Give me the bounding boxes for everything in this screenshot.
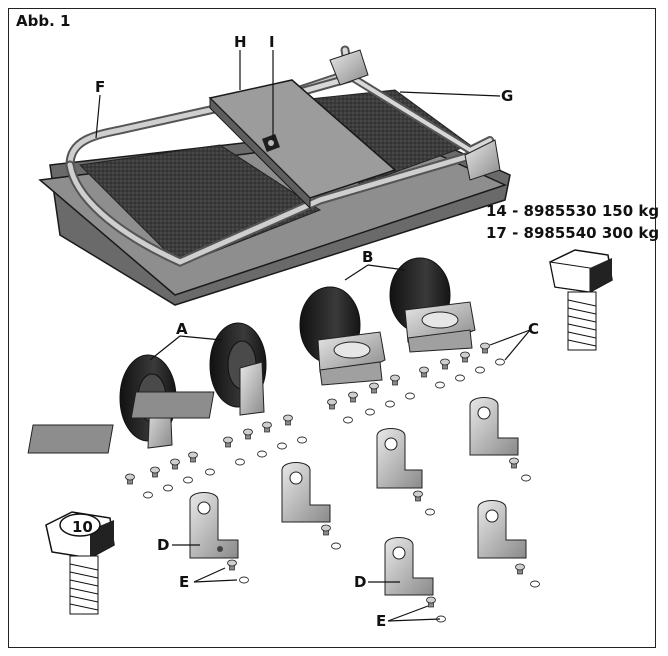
washer [425,508,435,516]
washer [331,542,341,550]
l-bracket-1 [189,492,239,559]
screw [480,342,490,354]
washer [343,416,353,424]
screws-and-washers [125,342,540,623]
washer [239,576,249,584]
label-A: A [176,320,188,338]
washer [235,458,245,466]
spec-line-2: 17 - 8985540 300 kg [486,224,660,242]
screw [419,366,429,378]
fixed-caster-right [130,322,267,419]
swivel-caster-right [389,257,476,353]
label-I: I [269,33,275,51]
platform-trolley [38,45,511,306]
washer [277,442,287,450]
washer [365,408,375,416]
washer [435,381,445,389]
screw [327,398,337,410]
screw [262,421,272,433]
screw [460,351,470,363]
screw [150,466,160,478]
washer [455,374,465,382]
screw [283,414,293,426]
washer [205,468,215,476]
washer [521,474,531,482]
label-G: G [501,87,514,105]
screw [509,457,519,469]
label-E-2: E [376,612,387,630]
washer [495,358,505,366]
label-C: C [528,320,540,338]
screw [413,490,423,502]
screw [390,374,400,386]
screw [348,391,358,403]
washer [143,491,153,499]
washer [475,366,485,374]
bolt-size-label: 10 [72,518,93,536]
screw [223,436,233,448]
bolt-large-10 [45,511,115,615]
screw [369,382,379,394]
washer [183,476,193,484]
spec-line-1: 14 - 8985530 150 kg [486,202,660,220]
screw [170,458,180,470]
l-bracket-6 [477,500,527,559]
figure-title: Abb. 1 [16,12,71,30]
washer [257,450,267,458]
leader-lines [95,50,531,622]
screw [321,524,331,536]
l-bracket-5 [384,537,434,596]
label-E-1: E [179,573,190,591]
screw [188,451,198,463]
label-D-2: D [354,573,367,591]
washer [530,580,540,588]
label-B: B [362,248,374,266]
swivel-caster-left [299,286,386,386]
screw [515,563,525,575]
screw [243,428,253,440]
l-bracket-2 [281,462,331,523]
screw [440,358,450,370]
washer [297,436,307,444]
screw [426,596,436,608]
figure-frame [8,8,656,648]
l-bracket-4 [469,397,519,456]
screw [227,559,237,571]
washer [163,484,173,492]
bolt-large-spec [549,249,613,351]
screw [125,473,135,485]
washer [385,400,395,408]
label-H: H [234,33,247,51]
label-F: F [95,78,106,96]
label-D-1: D [157,536,170,554]
washer [405,392,415,400]
l-bracket-3 [376,428,423,489]
